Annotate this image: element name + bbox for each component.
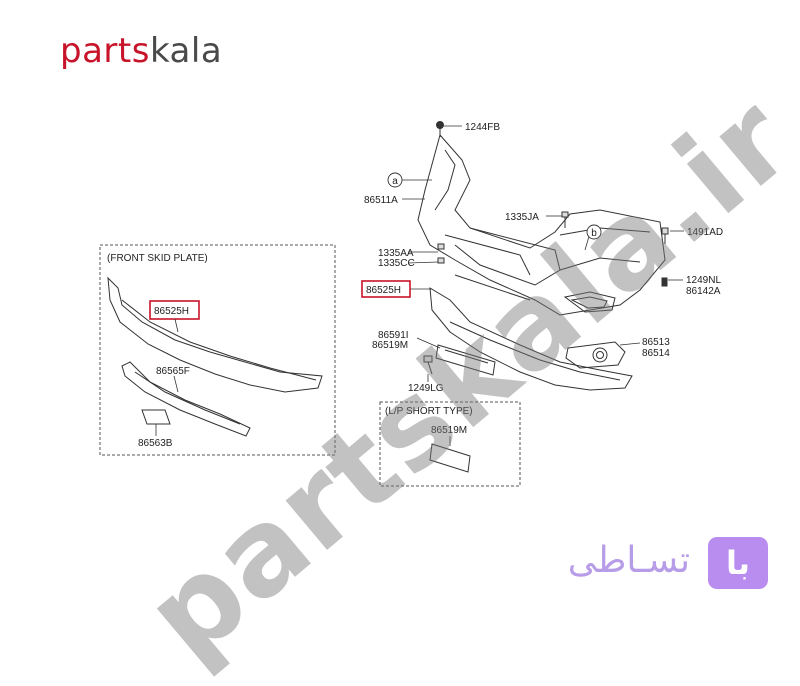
highlight-box-86525h-main (361, 280, 411, 298)
logo-kala-text: kala (149, 31, 223, 71)
brand-badge-text: با (725, 544, 751, 582)
logo-part-text: parts (60, 31, 150, 71)
leader-lines (402, 125, 684, 382)
lower-skid-plate-main (429, 287, 633, 391)
leader-86565f (173, 375, 179, 393)
clip-1335aa (437, 243, 445, 264)
label-86511a: 86511A (364, 195, 398, 206)
label-1244fb: 1244FB (465, 122, 500, 133)
skid-plate-box (99, 244, 336, 456)
screw-1249nl (661, 277, 668, 287)
screw-1249lg (423, 355, 433, 375)
skid-plate-bracket (141, 409, 171, 425)
label-86519m-box: 86519M (431, 425, 467, 436)
label-1335cc: 1335CC (378, 258, 415, 269)
brand-persian-text: تسـاطی (567, 540, 690, 581)
label-1249nl: 1249NL (686, 275, 721, 286)
clip-1491ad (661, 227, 669, 244)
label-1335ja: 1335JA (505, 212, 539, 223)
skid-plate-box-title: (FRONT SKID PLATE) (107, 253, 208, 264)
fog-lamp-bezel (565, 341, 626, 369)
brand-badge: با (708, 537, 768, 589)
bumper-parts-diagram: (FRONT SKID PLATE) (L/P SHORT TYPE) (99, 121, 723, 487)
lp-short-box-title: (L/P SHORT TYPE) (385, 406, 473, 417)
highlight-box-86525h-box (149, 300, 200, 320)
label-1491ad: 1491AD (687, 227, 723, 238)
label-86591i: 86591I (378, 330, 409, 341)
label-86565f: 86565F (156, 366, 190, 377)
license-plate-bracket-main (435, 344, 496, 376)
label-1335aa: 1335AA (378, 248, 414, 259)
label-86525h-box: 86525H (154, 306, 189, 317)
label-1249lg: 1249LG (408, 383, 444, 394)
label-86519m-main: 86519M (372, 340, 408, 351)
partskala-logo: partskala (60, 34, 222, 68)
label-86142a: 86142A (686, 286, 721, 297)
leader-86525h-box (174, 318, 179, 333)
license-plate-bracket-short (429, 443, 471, 473)
bolt-1244fb (436, 121, 444, 137)
callout-a-circle (387, 172, 403, 188)
label-86513: 86513 (642, 337, 670, 348)
callout-a-label: a (392, 176, 398, 187)
clip-1335ja (561, 211, 569, 228)
skid-plate-part (107, 276, 323, 393)
label-86514: 86514 (642, 348, 670, 359)
callout-b-circle (586, 224, 602, 240)
lp-short-box (379, 401, 521, 487)
callout-b-label: b (591, 228, 597, 239)
label-86563b: 86563B (138, 438, 173, 449)
label-86525h-main: 86525H (366, 285, 401, 296)
skid-plate-reinforcement (121, 361, 251, 437)
